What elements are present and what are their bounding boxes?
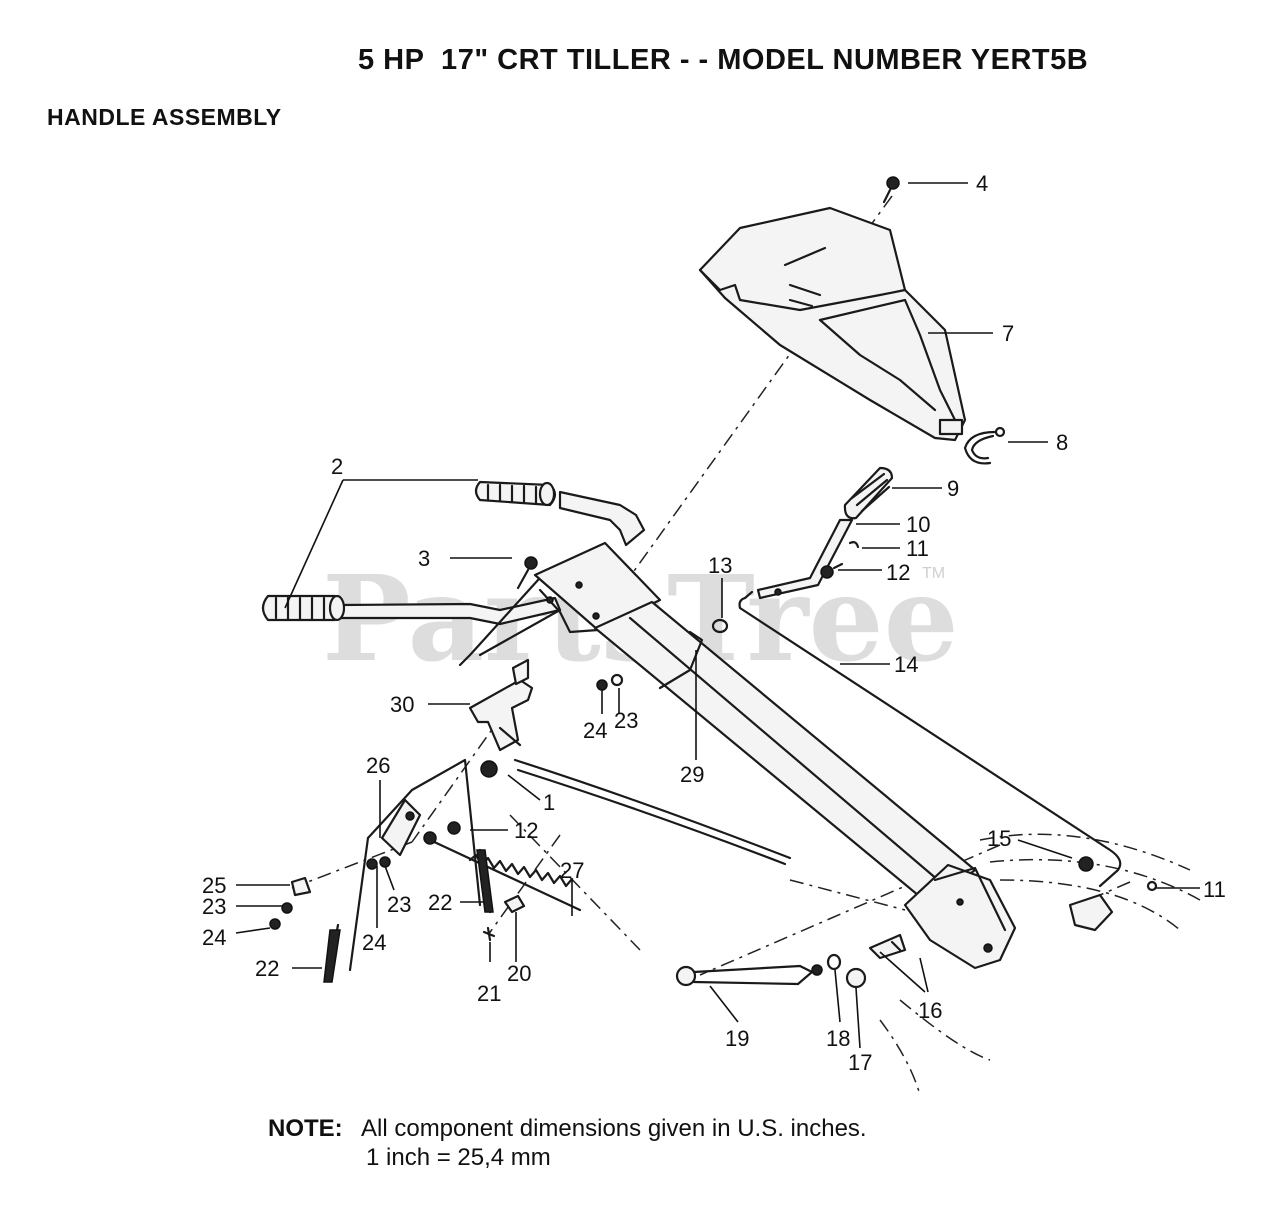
lower-bracket: [868, 856, 1114, 970]
control-panel-7: [698, 206, 967, 442]
callout-24-lower: 24: [362, 930, 386, 955]
callout-3: 3: [418, 546, 430, 571]
callout-labels: 4 7 8 9 10 11 12 13 14 2 3 30 1 26 12 27…: [202, 171, 1226, 1075]
callout-21: 21: [477, 981, 501, 1006]
note-line-1: All component dimensions given in U.S. i…: [361, 1115, 867, 1142]
note-block: NOTE: All component dimensions given in U…: [268, 1114, 867, 1172]
callout-23-lower: 23: [387, 892, 411, 917]
watermark-tm: TM: [922, 565, 945, 582]
lever-26: [348, 758, 482, 972]
rod-14: [738, 590, 1122, 888]
callout-1: 1: [543, 790, 555, 815]
callout-20: 20: [507, 961, 531, 986]
leader-lines: [235, 182, 1200, 1049]
spring-27: [423, 831, 582, 912]
callout-23-center: 23: [614, 708, 638, 733]
bracket-30: [468, 658, 534, 752]
callout-12-upper: 12: [886, 560, 910, 585]
callout-18: 18: [826, 1026, 850, 1051]
note-label: NOTE:: [268, 1115, 343, 1142]
callout-25: 25: [202, 873, 226, 898]
left-hardware: [269, 821, 526, 983]
section-heading: HANDLE ASSEMBLY: [47, 104, 282, 130]
diagram-title: 5 HP 17" CRT TILLER - - MODEL NUMBER YER…: [358, 44, 1089, 76]
callout-15: 15: [987, 826, 1011, 851]
bolt-4: [882, 176, 900, 204]
callout-11-upper: 11: [906, 536, 929, 561]
callout-2: 2: [331, 454, 343, 479]
callout-16: 16: [918, 998, 942, 1023]
clip-8: [963, 426, 1006, 465]
bolt-3: [516, 556, 538, 590]
callout-10: 10: [906, 512, 930, 537]
callout-29: 29: [680, 762, 704, 787]
callout-23-left: 23: [202, 894, 226, 919]
callout-22-center: 22: [428, 890, 452, 915]
callout-11-lower: 11: [1203, 877, 1226, 902]
lever-10: [756, 518, 854, 600]
note-line-2: 1 inch = 25,4 mm: [366, 1144, 551, 1171]
callout-12-lower: 12: [514, 818, 538, 843]
callout-19: 19: [725, 1026, 749, 1051]
callout-24-left: 24: [202, 925, 226, 950]
hardware-11-12-13: [711, 541, 1158, 892]
callout-22-left: 22: [255, 956, 279, 981]
callout-8: 8: [1056, 430, 1068, 455]
handle-bracket: [458, 541, 662, 667]
callout-26: 26: [366, 753, 390, 778]
callout-7: 7: [1002, 321, 1014, 346]
callout-4: 4: [976, 171, 988, 196]
callout-9: 9: [947, 476, 959, 501]
cable-1: [480, 758, 792, 866]
shift-lever-19: [675, 953, 867, 989]
callout-13: 13: [708, 553, 732, 578]
lever-grip-9: [843, 466, 894, 520]
callout-17: 17: [848, 1050, 872, 1075]
callout-27: 27: [560, 858, 584, 883]
callout-30: 30: [390, 692, 414, 717]
callout-24-center: 24: [583, 718, 607, 743]
callout-14: 14: [894, 652, 918, 677]
